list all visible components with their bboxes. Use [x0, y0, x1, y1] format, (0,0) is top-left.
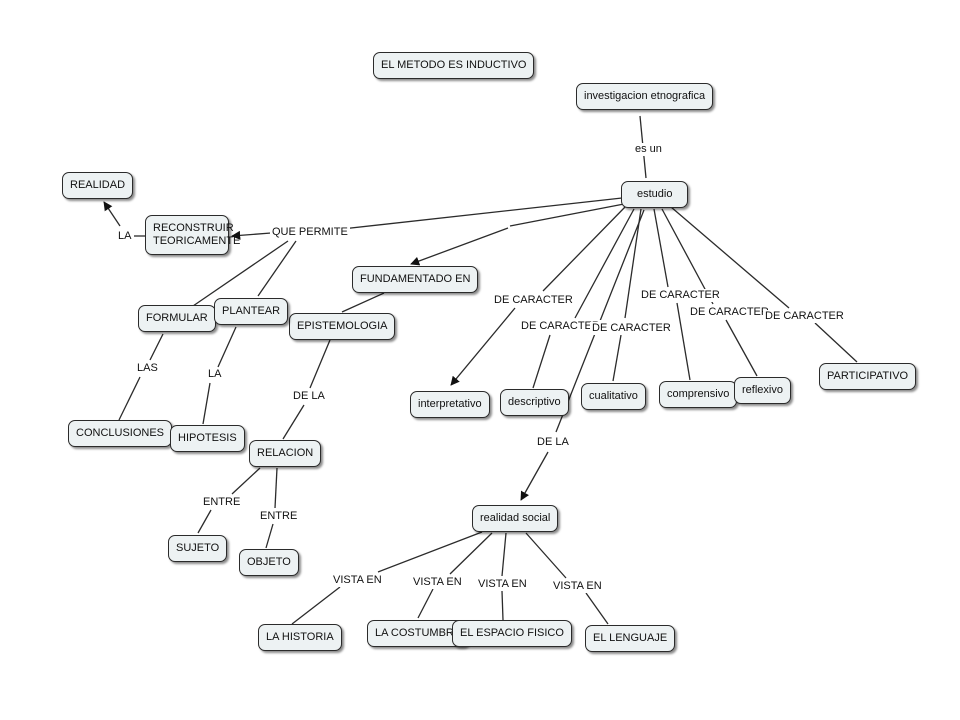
link-label-de-caracter-2: DE CARACTER [519, 320, 602, 333]
link-label-de-caracter-4: DE CARACTER [639, 289, 722, 302]
node-comprensivo[interactable]: comprensivo [659, 381, 738, 408]
link-label-de-caracter-6: DE CARACTER [763, 310, 846, 323]
link-label-vista-en-2: VISTA EN [411, 576, 464, 589]
link-estudio-fundamentado-b [410, 227, 509, 266]
link-las-conclusiones [118, 376, 141, 421]
link-formular-las [149, 333, 164, 361]
node-metodo-inductivo[interactable]: EL METODO ES INDUCTIVO [373, 52, 535, 79]
link-label-de-caracter-1: DE CARACTER [492, 294, 575, 307]
link-dela-realidadsocial [520, 451, 549, 501]
link-la-realidad [103, 201, 121, 227]
link-estudio-dc5 [661, 208, 714, 305]
link-relacion-entre2 [274, 467, 278, 509]
node-realidad-social[interactable]: realidad social [472, 505, 559, 532]
node-participativo[interactable]: PARTICIPATIVO [819, 363, 917, 390]
link-epistemologia-dela [309, 339, 331, 389]
link-rs-ve3 [501, 532, 507, 577]
link-label-de-caracter-3: DE CARACTER [590, 322, 673, 335]
link-dela-relacion [282, 404, 305, 440]
link-label-entre-sujeto: ENTRE [201, 496, 243, 509]
node-el-lenguaje[interactable]: EL LENGUAJE [585, 625, 676, 652]
link-entre-objeto [265, 523, 274, 549]
node-reflexivo[interactable]: reflexivo [734, 377, 791, 404]
link-label-entre-objeto: ENTRE [258, 510, 300, 523]
link-estudio-dc2 [574, 208, 635, 319]
link-label-vista-en-1: VISTA EN [331, 574, 384, 587]
node-conclusiones[interactable]: CONCLUSIONES [68, 420, 173, 447]
link-label-que-permite: QUE PERMITE [270, 226, 350, 239]
link-estudio-dc1 [542, 205, 627, 292]
node-plantear[interactable]: PLANTEAR [214, 298, 289, 325]
link-quepermite-plantear [257, 240, 297, 297]
link-label-la-realidad: LA [116, 230, 134, 243]
link-estudio-dc6 [670, 206, 790, 309]
node-realidad[interactable]: REALIDAD [62, 172, 134, 199]
link-rs-ve4 [525, 532, 567, 579]
node-investigacion-etnografica[interactable]: investigacion etnografica [576, 83, 714, 110]
node-interpretativo[interactable]: interpretativo [410, 391, 490, 418]
node-el-espacio-fisico[interactable]: EL ESPACIO FISICO [452, 620, 572, 647]
link-label-de-caracter-5: DE CARACTER [688, 306, 771, 319]
link-estudio-quepermite [332, 197, 623, 231]
link-label-de-la-relacion: DE LA [291, 390, 327, 403]
link-ve4-lenguaje [585, 592, 609, 625]
link-dc2-descriptivo [532, 334, 551, 389]
link-dc5-reflexivo [725, 319, 758, 377]
link-quepermite-reconstruir [231, 230, 272, 240]
link-fundamentado-epistemologia [341, 292, 385, 313]
node-reconstruir-teoricamente[interactable]: RECONSTRUIR TEORICAMENTE [145, 215, 240, 255]
link-rs-ve1 [377, 531, 483, 573]
node-sujeto[interactable]: SUJETO [168, 535, 228, 562]
node-formular[interactable]: FORMULAR [138, 305, 216, 332]
link-relacion-entre1 [231, 467, 261, 495]
link-entre-sujeto [197, 509, 212, 534]
node-estudio[interactable]: estudio [621, 181, 689, 208]
link-label-es-un: es un [633, 143, 664, 156]
link-estudio-dc4 [653, 208, 669, 288]
link-dc3-cualitativo [612, 334, 622, 382]
link-dc1-interpretativo [450, 307, 516, 386]
link-dc6-participativo [814, 322, 858, 363]
link-estudio-fundamentado-a [509, 203, 625, 227]
node-la-historia[interactable]: LA HISTORIA [258, 624, 342, 651]
link-label-vista-en-3: VISTA EN [476, 578, 529, 591]
link-plantear-la [217, 326, 237, 368]
node-reconstruir-line1: RECONSTRUIR [153, 222, 234, 234]
node-hipotesis[interactable]: HIPOTESIS [170, 425, 245, 452]
link-label-vista-en-4: VISTA EN [551, 580, 604, 593]
node-epistemologia[interactable]: EPISTEMOLOGIA [289, 313, 396, 340]
link-quepermite-formular [192, 240, 289, 307]
link-ve3-espacio [501, 590, 504, 621]
link-ve2-costumbre [417, 588, 434, 619]
link-estudio-dc3 [624, 208, 642, 319]
node-objeto[interactable]: OBJETO [239, 549, 299, 576]
link-la-hipotesis [202, 382, 211, 425]
node-descriptivo[interactable]: descriptivo [500, 389, 569, 416]
link-label-de-la-social: DE LA [535, 436, 571, 449]
link-label-la-hipotesis: LA [206, 368, 224, 381]
link-ve1-historia [291, 586, 341, 625]
link-label-las: LAS [135, 362, 160, 375]
node-relacion[interactable]: RELACION [249, 440, 322, 467]
node-reconstruir-line2: TEORICAMENTE [153, 235, 241, 247]
link-dc4-comprensivo [676, 302, 691, 381]
node-fundamentado-en[interactable]: FUNDAMENTADO EN [352, 266, 479, 293]
node-cualitativo[interactable]: cualitativo [581, 383, 646, 410]
link-rs-ve2 [449, 532, 493, 575]
